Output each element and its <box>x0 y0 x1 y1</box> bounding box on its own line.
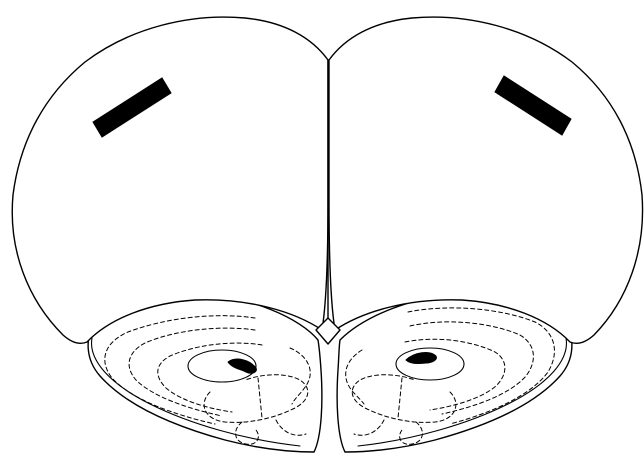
left-hemisphere-outline <box>12 17 328 343</box>
right-hemisphere-outline <box>329 17 643 343</box>
